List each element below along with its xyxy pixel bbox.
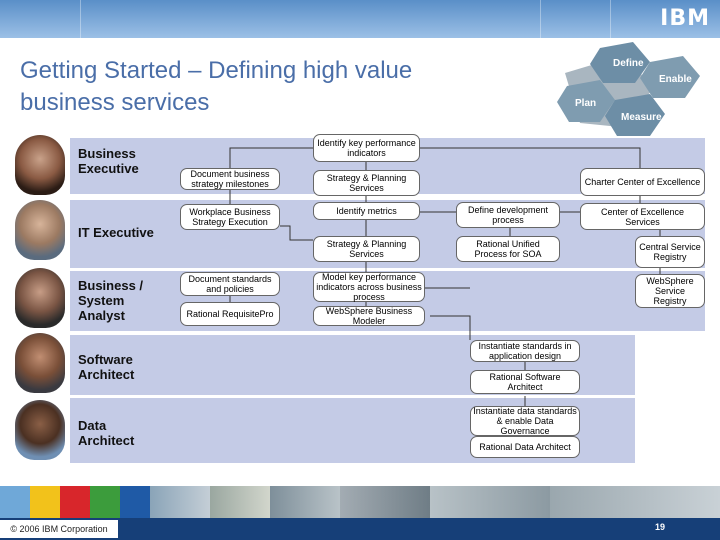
rational-requisitepro-box: Rational RequisitePro: [180, 302, 280, 326]
identify-kpi-box: Identify key performance indicators: [313, 134, 420, 162]
strategy-planning-services-2-box: Strategy & Planning Services: [313, 236, 420, 262]
rational-software-architect-box: Rational Software Architect: [470, 370, 580, 394]
document-standards-box: Document standards and policies: [180, 272, 280, 296]
identify-metrics-box: Identify metrics: [313, 202, 420, 220]
data-architect-avatar: [15, 400, 65, 460]
ibm-logo: IBM: [660, 6, 710, 31]
measure-label: Measure: [621, 112, 662, 123]
enable-label: Enable: [659, 74, 692, 85]
header-divider: [610, 0, 611, 38]
footer-image-strip: [0, 486, 720, 540]
analyst-avatar: [15, 268, 65, 328]
measure-hexagon: [605, 94, 665, 136]
rational-unified-process-box: Rational Unified Process for SOA: [456, 236, 560, 262]
plan-hexagon: [557, 80, 615, 122]
footer-bar: [0, 518, 720, 540]
websphere-service-registry-box: WebSphere Service Registry: [635, 274, 705, 308]
role-software-architect: Software Architect: [78, 352, 135, 382]
strategy-planning-services-box: Strategy & Planning Services: [313, 170, 420, 196]
role-business-executive: Business Executive: [78, 146, 139, 176]
model-kpi-box: Model key performance indicators across …: [313, 272, 425, 302]
copyright: © 2006 IBM Corporation: [0, 520, 118, 538]
it-executive-avatar: [15, 200, 65, 260]
document-milestones-box: Document business strategy milestones: [180, 168, 280, 190]
header-divider: [80, 0, 81, 38]
software-architect-avatar: [15, 333, 65, 393]
header-bar: IBM: [0, 0, 720, 38]
workplace-strategy-execution-box: Workplace Business Strategy Execution: [180, 204, 280, 230]
websphere-business-modeler-box: WebSphere Business Modeler: [313, 306, 425, 326]
role-data-architect: Data Architect: [78, 418, 135, 448]
instantiate-app-standards-box: Instantiate standards in application des…: [470, 340, 580, 362]
instantiate-data-standards-box: Instantiate data standards & enable Data…: [470, 406, 580, 436]
define-development-process-box: Define development process: [456, 202, 560, 228]
central-service-registry-box: Central Service Registry: [635, 236, 705, 268]
coe-services-box: Center of Excellence Services: [580, 203, 705, 230]
charter-coe-box: Charter Center of Excellence: [580, 168, 705, 196]
rational-data-architect-box: Rational Data Architect: [470, 436, 580, 458]
header-divider: [540, 0, 541, 38]
define-label: Define: [613, 58, 644, 69]
plan-label: Plan: [575, 98, 596, 109]
page-title: Getting Started – Defining high value bu…: [20, 57, 413, 116]
role-it-executive: IT Executive: [78, 225, 154, 240]
role-analyst: Business / System Analyst: [78, 278, 144, 323]
define-hexagon: [590, 42, 650, 83]
page-number: 19: [654, 522, 665, 532]
business-executive-avatar: [15, 135, 65, 195]
enable-hexagon: [640, 56, 700, 98]
lifecycle-hexagon-graphic: Define Enable Plan Measure: [557, 42, 700, 136]
